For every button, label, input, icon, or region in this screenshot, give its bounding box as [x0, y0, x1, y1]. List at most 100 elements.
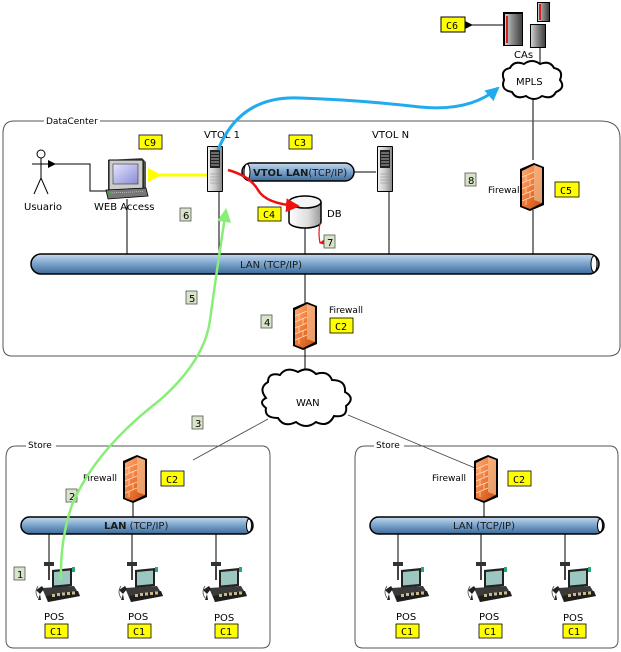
firewall-store-right-label: Firewall: [432, 474, 466, 484]
step-3: 3: [191, 415, 204, 430]
svg-text:C1: C1: [220, 627, 232, 638]
badge-c9: C9: [138, 134, 163, 150]
datacenter-group: [2, 120, 621, 357]
store-left-lan-bold: LAN: [104, 521, 126, 532]
badge-c1-left-3: C1: [214, 623, 239, 639]
datacenter-lan-label: LAN (TCP/IP): [240, 260, 302, 271]
wan-store-right-link: [347, 414, 476, 469]
pos-terminal-right-2: [467, 561, 513, 603]
firewall-c5-icon: [519, 162, 545, 212]
store-right-group: [354, 445, 619, 649]
store-left-lan: LAN (TCP/IP): [20, 516, 254, 535]
badge-c5: C5: [554, 181, 580, 198]
svg-text:C4: C4: [263, 210, 275, 221]
pos-right-1-label: POS: [396, 612, 416, 623]
badge-c1-right-2: C1: [478, 623, 503, 639]
pos-right-2-label: POS: [479, 612, 499, 623]
pos-left-1-label: POS: [44, 612, 64, 623]
firewall-dc-icon: [292, 301, 318, 351]
vtoln-server: [376, 145, 394, 193]
svg-text:C1: C1: [50, 627, 62, 638]
store-left-label: Store: [28, 441, 52, 451]
svg-text:1: 1: [17, 570, 23, 581]
datacenter-lan: LAN (TCP/IP): [30, 253, 600, 275]
badge-c1-left-2: C1: [127, 623, 152, 639]
usuario-actor: [32, 149, 50, 195]
svg-text:7: 7: [327, 238, 333, 249]
badge-c4: C4: [257, 206, 282, 222]
svg-text:4: 4: [264, 318, 270, 329]
vtoln-label: VTOL N: [372, 130, 409, 141]
store-right-label: Store: [376, 441, 400, 451]
svg-text:C1: C1: [484, 627, 496, 638]
vtol-mpls-blue-arrow: [216, 86, 500, 151]
svg-text:5: 5: [189, 294, 195, 305]
svg-text:C1: C1: [401, 627, 413, 638]
vtol1-label: VTOL 1: [204, 130, 240, 141]
vtol-lan: VTOL LAN(TCP/IP): [241, 162, 355, 182]
badge-c1-left-1: C1: [44, 623, 69, 639]
db-cylinder: [288, 195, 322, 229]
pos-terminal-right-1: [384, 561, 430, 603]
pos-terminal-right-3: [551, 561, 597, 603]
vtol1-server: [206, 145, 224, 193]
badge-c6: C6: [440, 16, 466, 33]
firewall-c5-label: Firewall: [488, 186, 522, 196]
svg-text:C2: C2: [166, 475, 178, 486]
usuario-label: Usuario: [24, 202, 62, 213]
pos-left-3-label: POS: [214, 613, 234, 624]
pos-terminal-left-2: [118, 561, 164, 603]
store-right-lan: LAN (TCP/IP): [369, 516, 605, 535]
svg-text:LAN (TCP/IP): LAN (TCP/IP): [104, 521, 168, 532]
pos-right-3-label: POS: [563, 613, 583, 624]
svg-text:VTOL LAN(TCP/IP): VTOL LAN(TCP/IP): [253, 168, 347, 179]
pos-terminal-left-3: [202, 561, 248, 603]
step-4: 4: [260, 314, 273, 329]
firewall-store-right-icon: [473, 454, 499, 504]
mpls-cloud: MPLS: [501, 60, 564, 100]
vtol-lan-label-rest: (TCP/IP): [308, 168, 347, 179]
step-8: 8: [464, 172, 477, 187]
cas-label: CAs: [514, 50, 533, 61]
wan-store-left-link: [192, 418, 269, 461]
svg-text:C6: C6: [446, 21, 458, 32]
web-access-label: WEB Access: [94, 202, 154, 213]
step-5: 5: [185, 290, 198, 305]
badge-c2-store-left: C2: [160, 470, 185, 487]
step-6: 6: [179, 207, 192, 222]
web-access-computer: [105, 158, 149, 200]
svg-text:3: 3: [195, 419, 201, 430]
web-to-usuario-arrow: [48, 160, 113, 192]
badge-c1-right-1: C1: [395, 623, 420, 639]
vtol-db-red-arrow: [227, 168, 300, 213]
wan-label: WAN: [296, 398, 320, 409]
svg-text:8: 8: [468, 176, 474, 187]
store-right-lan-label: LAN (TCP/IP): [453, 521, 515, 532]
wan-cloud: WAN: [261, 368, 352, 427]
badge-c2-datacenter: C2: [329, 317, 354, 334]
svg-text:C1: C1: [133, 627, 145, 638]
svg-text:C2: C2: [513, 475, 525, 486]
firewall-store-left-icon: [122, 454, 148, 504]
datacenter-label: DataCenter: [46, 117, 98, 127]
vtol-lan-label-bold: VTOL LAN: [253, 168, 308, 179]
store-left-group: [5, 445, 271, 649]
svg-text:C2: C2: [335, 322, 347, 333]
store-left-lan-rest: (TCP/IP): [126, 521, 168, 532]
svg-text:6: 6: [183, 211, 189, 222]
firewall-store-left-label: Firewall: [83, 474, 117, 484]
svg-text:C1: C1: [568, 627, 580, 638]
mpls-label: MPLS: [516, 77, 543, 88]
db-step7-arrow: [318, 222, 326, 245]
firewall-dc-label: Firewall: [329, 306, 363, 316]
cas-servers: [503, 2, 550, 48]
pos-left-2-label: POS: [128, 612, 148, 623]
pos-terminal-left-1: [35, 561, 81, 603]
svg-text:C5: C5: [560, 186, 572, 197]
step-7: 7: [323, 234, 336, 249]
badge-c1-right-3: C1: [562, 623, 587, 639]
pos-vtol-green-arrow: [59, 208, 232, 581]
badge-c2-store-right: C2: [507, 470, 532, 487]
badge-c3: C3: [288, 134, 313, 150]
